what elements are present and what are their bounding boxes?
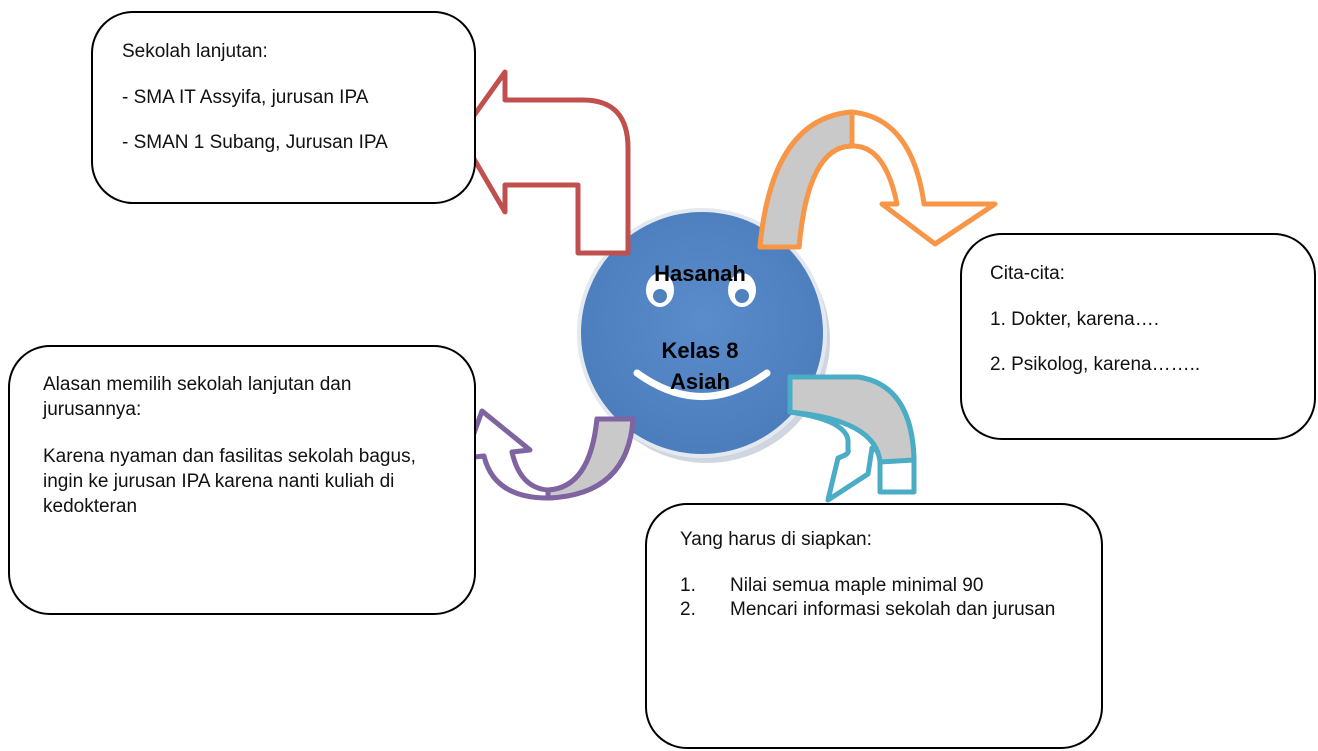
prepare-item-number: 1. — [680, 574, 696, 596]
smile — [633, 369, 771, 400]
school-item: - SMA IT Assyifa, jurusan IPA — [122, 86, 369, 108]
arrow-to-reason-face — [545, 416, 636, 501]
reason-heading: Alasan memilih sekolah lanjutan dan juru… — [43, 374, 352, 420]
cita-item: 2. Psikolog, karena…….. — [990, 354, 1201, 376]
cita-heading: Cita-cita: — [990, 263, 1065, 284]
prepare-item-text: Mencari informasi sekolah dan jurusan — [730, 599, 1056, 621]
smiley-face — [577, 208, 830, 463]
prepare-item-text: Nilai semua maple minimal 90 — [730, 574, 984, 596]
cita-item: 1. Dokter, karena…. — [990, 308, 1159, 330]
student-class: Kelas 8 — [661, 338, 739, 363]
school-box: Sekolah lanjutan: - SMA IT Assyifa, juru… — [91, 11, 476, 204]
arrow-to-cita-face — [757, 109, 855, 250]
right-eye — [728, 273, 756, 307]
arrow-to-school — [457, 69, 631, 256]
prepare-item-number: 2. — [680, 599, 696, 621]
prepare-list: 1. Nilai semua maple minimal 90 2. Menca… — [680, 574, 1101, 623]
cita-box: Cita-cita: 1. Dokter, karena…. 2. Psikol… — [960, 233, 1316, 440]
prepare-item: 1. Nilai semua maple minimal 90 — [680, 574, 1070, 599]
prepare-item: 2. Mencari informasi sekolah dan jurusan — [680, 598, 1070, 623]
student-name: Hasanah — [654, 261, 746, 286]
school-item: - SMAN 1 Subang, Jurusan IPA — [122, 132, 388, 154]
arrow-to-prepare-face — [787, 374, 917, 465]
student-group: Asiah — [670, 369, 730, 394]
left-eye — [646, 273, 674, 307]
reason-box: Alasan memilih sekolah lanjutan dan juru… — [8, 345, 476, 615]
prepare-heading: Yang harus di siapkan: — [680, 529, 872, 550]
school-heading: Sekolah lanjutan: — [122, 41, 268, 62]
prepare-box: Yang harus di siapkan: 1. Nilai semua ma… — [645, 503, 1103, 749]
reason-body: Karena nyaman dan fasilitas sekolah bagu… — [43, 446, 416, 517]
